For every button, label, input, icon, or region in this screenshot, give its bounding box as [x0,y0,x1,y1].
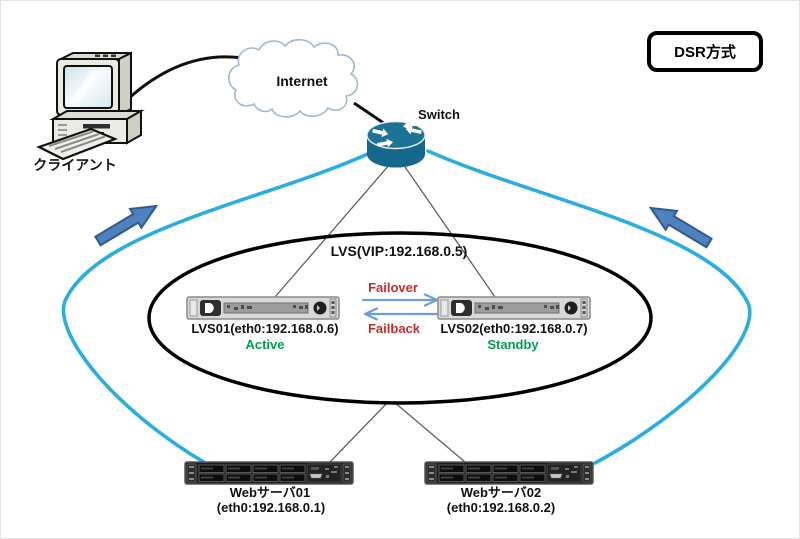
switch-label: Switch [418,107,460,122]
lvs01-status-label: Active [245,337,285,352]
dsr-return-path-right [426,149,752,465]
dsr-method-box: DSR方式 [647,31,763,72]
web02-name-label: Webサーバ02 [460,485,542,500]
switch-icon [366,118,426,168]
internet-label: Internet [276,73,328,89]
web01-name-label: Webサーバ01 [229,485,311,500]
switch-lvs02-link [402,163,496,298]
lvs01-label: LVS01(eth0:192.168.0.6) [191,321,339,336]
dsr-method-label: DSR方式 [674,44,736,61]
web02-address-label: (eth0:192.168.0.2) [446,500,556,515]
dsr-return-path-left [61,150,374,466]
client-internet-link [126,55,243,101]
lvs-vip-label: LVS(VIP:192.168.0.5) [330,243,468,259]
switch-lvs01-link [274,163,391,298]
lvs01-server-icon [186,296,340,320]
lvs02-status-label: Standby [487,337,539,352]
lvs-cluster-ellipse [147,231,653,405]
internet-switch-link [353,101,389,128]
traffic-arrow-left [94,204,159,247]
web01-server-icon [184,461,354,485]
failback-arrow [363,307,441,321]
lvs-web02-link [393,401,466,463]
web02-server-icon [424,461,594,485]
lvs-web01-link [329,401,389,463]
client-computer-icon [36,51,145,161]
client-label: クライアント [33,157,117,173]
internet-cloud-icon [228,38,359,118]
failover-arrow [361,293,439,307]
failback-label: Failback [367,321,421,336]
web01-address-label: (eth0:192.168.0.1) [216,500,326,515]
lvs02-server-icon [437,296,591,320]
traffic-arrow-right [648,206,713,249]
failover-label: Failover [368,280,418,295]
lvs02-label: LVS02(eth0:192.168.0.7) [440,321,588,336]
